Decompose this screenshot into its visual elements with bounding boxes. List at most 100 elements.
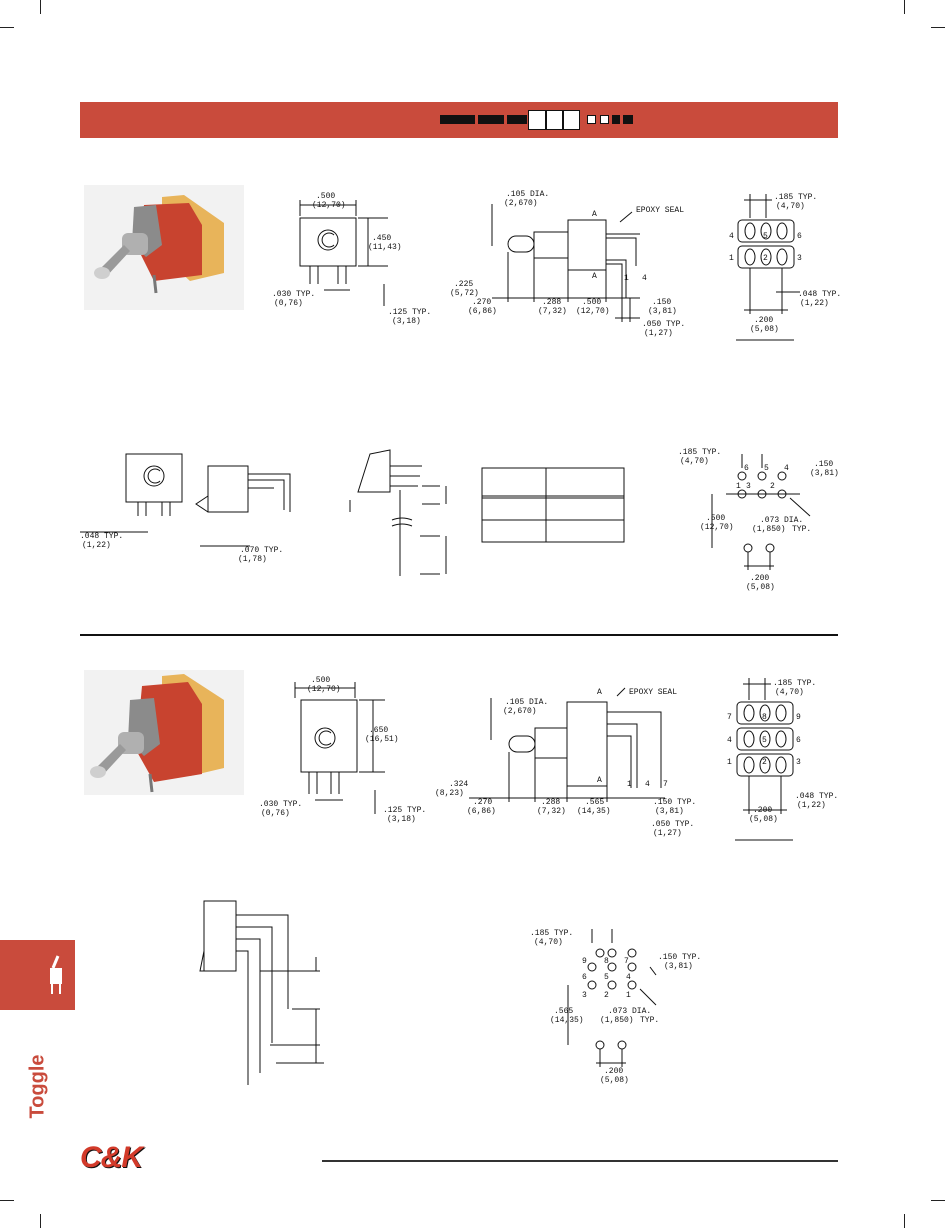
dim-5-label: .050 TYP.	[642, 320, 685, 329]
pcb-num-6: 6	[744, 464, 749, 473]
code-block	[612, 115, 620, 124]
code-block	[478, 115, 504, 124]
pcb-row3-c: 1	[626, 991, 631, 1000]
pcb-spacing-b: .200	[604, 1067, 623, 1076]
pin-num-4-b: 4	[727, 736, 732, 745]
crop-mark	[931, 1200, 945, 1201]
pin-num-6-b: 6	[796, 736, 801, 745]
crop-mark	[40, 0, 41, 14]
front-height-label: .450	[372, 234, 391, 243]
pin-num-4: 4	[729, 232, 734, 241]
pcb-offset: .500	[706, 514, 725, 523]
toggle-switch-photo-bottom	[84, 670, 244, 795]
crop-mark	[0, 1200, 14, 1201]
dim-1-label: .270	[472, 298, 491, 307]
pin-num-5-b: 5	[762, 736, 767, 745]
dim-1-mm-b: (6,86)	[467, 807, 496, 816]
pin-spacing-label-b: .200	[753, 806, 772, 815]
pin-width-mm: (1,22)	[800, 299, 829, 308]
pcb-row2-b: 5	[604, 973, 609, 982]
pin-1-label: 1	[624, 274, 629, 283]
pcb-row-pitch: .150	[814, 460, 833, 469]
pin-pitch-label-b: .185 TYP.	[773, 679, 816, 688]
bushing-dia-label-b: .105 DIA.	[505, 698, 548, 707]
section-divider	[80, 634, 838, 636]
code-box	[528, 110, 546, 130]
pcb-row2-a: 6	[582, 973, 587, 982]
pcb-row3-b: 2	[604, 991, 609, 1000]
pcb-row1-a: 9	[582, 957, 587, 966]
pcb-num-5: 5	[764, 464, 769, 473]
dim-5-mm: (1,27)	[644, 329, 673, 338]
dim-4-label: .150	[652, 298, 671, 307]
bend-mm: (1,78)	[238, 555, 267, 564]
pin-width-label-b: .048 TYP.	[795, 792, 838, 801]
front-width-mm-b: (12,70)	[307, 685, 341, 694]
crop-mark	[0, 27, 14, 28]
front-tail-label: .125 TYP.	[388, 308, 431, 317]
pcb-hole-typ: TYP.	[792, 525, 811, 534]
dim-3-label-b: .565	[585, 798, 604, 807]
section-a-bottom-b: A	[597, 776, 602, 785]
dim-5-mm-b: (1,27)	[653, 829, 682, 838]
side-tab-label: Toggle	[26, 1054, 49, 1119]
toggle-switch-icon	[50, 955, 62, 994]
code-box	[587, 115, 596, 124]
pcb-row1-b: 8	[604, 957, 609, 966]
pcb-spacing-mm: (5,08)	[746, 583, 775, 592]
crop-mark	[904, 1214, 905, 1228]
pcb-row3-a: 3	[582, 991, 587, 1000]
front-tail-mm: (3,18)	[392, 317, 421, 326]
pcb-offset-mm: (12,70)	[700, 523, 734, 532]
front-height-label-b: .650	[369, 726, 388, 735]
pin-width-mm-b: (1,22)	[797, 801, 826, 810]
bushing-dia-mm-b: (2,670)	[503, 707, 537, 716]
crop-mark	[931, 27, 945, 28]
lead-width-label: .048 TYP.	[80, 532, 123, 541]
crop-mark	[40, 1214, 41, 1228]
epoxy-seal-label: EPOXY SEAL	[636, 206, 684, 215]
dim-1-label-b: .270	[473, 798, 492, 807]
dim-3-label: .500	[582, 298, 601, 307]
pcb-hole-mm: (1,850)	[752, 525, 786, 534]
front-pin-mm: (0,76)	[274, 299, 303, 308]
epoxy-seal-label-b: EPOXY SEAL	[629, 688, 677, 697]
pcb-row2-c: 4	[626, 973, 631, 982]
dim-1-mm: (6,86)	[468, 307, 497, 316]
code-box	[546, 110, 563, 130]
bushing-dia-label: .105 DIA.	[506, 190, 549, 199]
front-width-mm: (12,70)	[312, 201, 346, 210]
dim-4-label-b: .150 TYP.	[653, 798, 696, 807]
offset-mm-b: (8,23)	[435, 789, 464, 798]
side-tab[interactable]	[0, 940, 75, 1010]
code-box	[600, 115, 609, 124]
pcb-pitch-label: .185 TYP.	[678, 448, 721, 457]
code-block	[623, 115, 633, 124]
lead-width-mm: (1,22)	[82, 541, 111, 550]
dim-2-mm: (7,32)	[538, 307, 567, 316]
bushing-dia-mm: (2,670)	[504, 199, 538, 208]
pcb-num-1: 1	[736, 482, 741, 491]
section-a-bottom: A	[592, 272, 597, 281]
pcb-spacing: .200	[750, 574, 769, 583]
pin-pitch-mm: (4,70)	[776, 202, 805, 211]
pin-num-1-b: 1	[727, 758, 732, 767]
pcb-pitch-label-b: .185 TYP.	[530, 929, 573, 938]
pcb-row-pitch-b: .150 TYP.	[658, 953, 701, 962]
pin-num-2-b: 2	[762, 758, 767, 767]
pin-4-label: 4	[642, 274, 647, 283]
pin-num-6: 6	[797, 232, 802, 241]
footer-rule	[322, 1160, 838, 1162]
middle-drawing: .048 TYP. (1,22) .070 TYP. (1,78) .185 T…	[80, 448, 839, 592]
dim-3-mm: (12,70)	[576, 307, 610, 316]
pin-num-5: 5	[763, 232, 768, 241]
pcb-hole-label-b: .073 DIA.	[608, 1007, 651, 1016]
pcb-spacing-mm-b: (5,08)	[600, 1076, 629, 1085]
code-box	[563, 110, 580, 130]
pin-pitch-mm-b: (4,70)	[775, 688, 804, 697]
pcb-num-2: 2	[770, 482, 775, 491]
pcb-pitch-mm: (4,70)	[680, 457, 709, 466]
pcb-num-3: 3	[746, 482, 751, 491]
pin-spacing-mm: (5,08)	[750, 325, 779, 334]
pin-num-9-b: 9	[796, 713, 801, 722]
